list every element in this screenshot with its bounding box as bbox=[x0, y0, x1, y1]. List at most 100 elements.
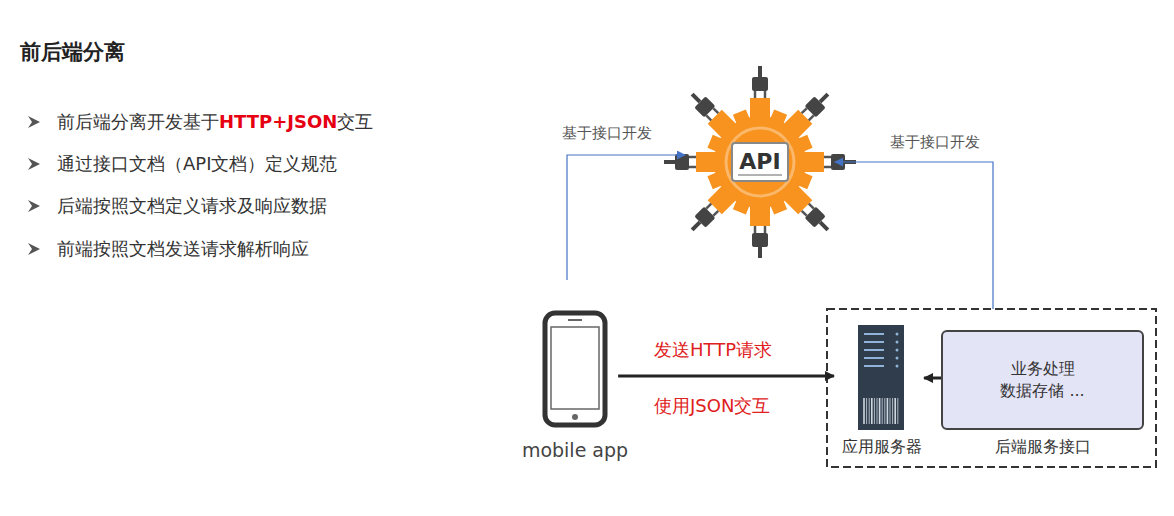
server-barcode bbox=[894, 398, 896, 424]
connector bbox=[924, 377, 941, 380]
bullet-arrow bbox=[28, 200, 40, 212]
phone-icon bbox=[545, 313, 605, 425]
edge-label: 发送HTTP请求 bbox=[652, 338, 774, 362]
server-barcode bbox=[877, 398, 878, 424]
api-node: API bbox=[685, 112, 835, 212]
connector bbox=[618, 375, 834, 378]
phone-screen bbox=[551, 327, 599, 409]
server-led bbox=[896, 333, 899, 336]
node-text: 应用服务器 bbox=[842, 436, 922, 458]
gear-tooth bbox=[804, 152, 824, 172]
server-led bbox=[896, 349, 899, 352]
plug-prong bbox=[764, 226, 767, 233]
bullet-line: 前端按照文档发送请求解析响应 bbox=[57, 237, 309, 261]
plug-body bbox=[752, 233, 768, 247]
server-barcode bbox=[897, 398, 898, 424]
plug-prong bbox=[824, 166, 831, 169]
bullet-text: HTTP+JSON bbox=[219, 111, 337, 132]
plug-body bbox=[752, 77, 768, 91]
node-text: mobile app bbox=[522, 437, 628, 464]
gear-tooth bbox=[750, 206, 770, 226]
server-led bbox=[896, 365, 899, 368]
plug-prong bbox=[824, 156, 831, 159]
node-text: 业务处理 数据存储 ... bbox=[999, 358, 1087, 403]
edge-note: 使用JSON交互 bbox=[652, 394, 772, 418]
plug-prong bbox=[713, 108, 718, 113]
gear-body bbox=[714, 116, 806, 208]
phone-speaker bbox=[568, 319, 582, 321]
plug-prong bbox=[809, 204, 814, 209]
backend-dashed-box bbox=[827, 309, 1156, 467]
title: 前后端分离 bbox=[20, 38, 125, 66]
bullet-line: 前后端分离开发基于HTTP+JSON交互 bbox=[57, 110, 373, 134]
plug-prong bbox=[764, 91, 767, 98]
edge-label: 基于接口开发 bbox=[888, 133, 982, 152]
plug-cord bbox=[758, 66, 762, 77]
plug-prong bbox=[706, 115, 711, 120]
server-barcode bbox=[890, 398, 891, 424]
plug-prong bbox=[754, 226, 757, 233]
plug-prong bbox=[713, 211, 718, 216]
server-icon bbox=[858, 325, 904, 430]
plug-cord bbox=[692, 222, 700, 230]
server-barcode bbox=[887, 398, 889, 424]
server-barcode bbox=[866, 398, 867, 424]
server-barcode bbox=[869, 398, 870, 424]
plug-cord bbox=[820, 222, 828, 230]
node-heading: 后端服务接口 bbox=[943, 436, 1142, 458]
bullet-line: 通过接口文档（API文档）定义规范 bbox=[57, 152, 337, 176]
server-barcode bbox=[863, 398, 865, 424]
server-slot bbox=[864, 349, 884, 351]
server-barcode bbox=[871, 398, 873, 424]
server-slot bbox=[864, 365, 884, 367]
server-slot bbox=[864, 357, 884, 359]
bullet-text: 后端按照文档定义请求及响应数据 bbox=[57, 195, 327, 216]
plug-cord bbox=[664, 160, 675, 164]
plug bbox=[750, 66, 770, 118]
plug-prong bbox=[689, 166, 696, 169]
api-plate bbox=[732, 143, 788, 181]
plug-prong bbox=[689, 156, 696, 159]
plug-cord bbox=[820, 94, 828, 102]
api-gear bbox=[664, 66, 856, 258]
plug bbox=[750, 206, 770, 258]
plug-prong bbox=[809, 115, 814, 120]
mobile-app-node: mobile app bbox=[516, 308, 634, 468]
server-barcode bbox=[892, 398, 893, 424]
plug-body bbox=[675, 154, 689, 170]
server-barcode bbox=[882, 398, 883, 424]
gear-tooth bbox=[750, 98, 770, 118]
plug-cord bbox=[692, 94, 700, 102]
server-slots bbox=[864, 333, 899, 425]
gear-tooth bbox=[696, 152, 716, 172]
bullet-arrow bbox=[28, 158, 40, 170]
server-barcode bbox=[874, 398, 875, 424]
plug-prong bbox=[802, 108, 807, 113]
bullet-line: 后端按照文档定义请求及响应数据 bbox=[57, 194, 327, 218]
node-text: API bbox=[739, 147, 780, 178]
plug-prong bbox=[706, 204, 711, 209]
gear-ring bbox=[726, 128, 794, 196]
bullet-text: 交互 bbox=[337, 111, 373, 132]
plug-cord bbox=[758, 247, 762, 258]
server-barcode bbox=[884, 398, 885, 424]
bullet-text: 前后端分离开发基于 bbox=[57, 111, 219, 132]
backend-box: 业务处理 数据存储 ...后端服务接口 bbox=[941, 330, 1144, 430]
bullet-arrow bbox=[28, 243, 40, 255]
connector bbox=[835, 162, 993, 309]
connector bbox=[567, 155, 685, 280]
bullet-arrows bbox=[28, 116, 40, 255]
bullet-arrow bbox=[28, 116, 40, 128]
api-plate-line bbox=[738, 174, 782, 176]
bullet-text: 通过接口文档（API文档）定义规范 bbox=[57, 153, 337, 174]
phone-button bbox=[572, 414, 578, 420]
edge-label: 基于接口开发 bbox=[560, 124, 654, 143]
bullet-text: 前端按照文档发送请求解析响应 bbox=[57, 238, 309, 259]
server-slot bbox=[864, 341, 884, 343]
app-server-node: 应用服务器 bbox=[836, 322, 928, 462]
server-body bbox=[858, 325, 904, 430]
server-barcode bbox=[879, 398, 881, 424]
phone-body bbox=[545, 313, 605, 425]
server-led bbox=[896, 357, 899, 360]
server-slot bbox=[864, 333, 884, 335]
